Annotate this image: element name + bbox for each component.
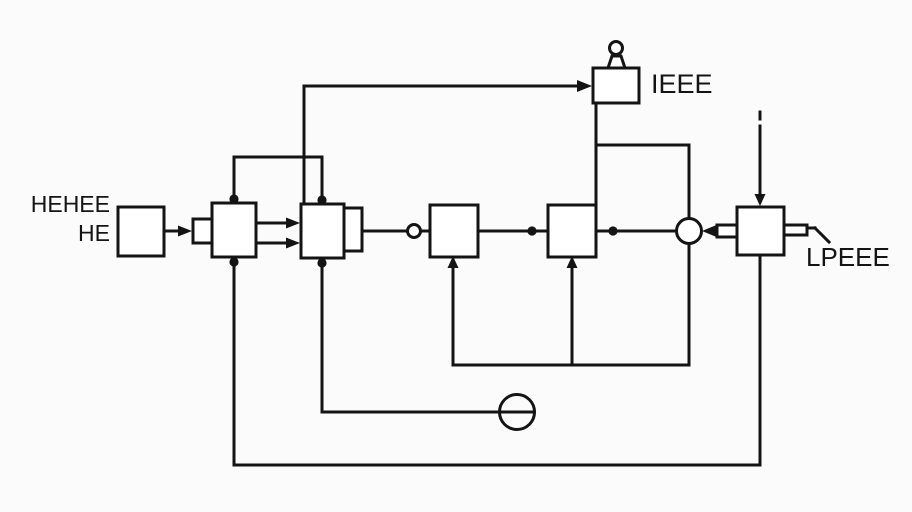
input-label-line2: HE [78, 220, 110, 246]
wire-outer-feedback-loop [232, 253, 762, 467]
person-icon [605, 40, 628, 70]
junction-dot-main-line-1 [527, 226, 537, 236]
output-left-port [715, 223, 739, 239]
monitor-block [591, 66, 641, 105]
arrowhead-double-top [286, 217, 300, 229]
wire-long-arrow-to-monitor [302, 84, 581, 206]
stage2-right-port [342, 206, 364, 253]
stage-3-block [428, 203, 480, 259]
stage-2-block [299, 202, 346, 260]
junction-dot-stage2-bottom [317, 258, 327, 268]
arrowhead-up-into-stage4 [566, 256, 578, 268]
wire-summing-junction-feedback-to-stage3-stage4 [451, 242, 691, 367]
arrowhead-into-stage1 [178, 225, 192, 237]
stage1-left-port [191, 217, 214, 245]
wire-monitor-down-to-stage4-top [594, 101, 691, 220]
arrowhead-into-summing-junction [702, 225, 717, 237]
stage-4-block [546, 203, 598, 259]
source-block [116, 205, 166, 258]
arrowhead-up-into-stage3 [447, 256, 459, 268]
arrowhead-double-bottom [286, 237, 300, 249]
wire-output-switch [805, 225, 832, 245]
junction-dot-stage1-top [229, 194, 239, 204]
stage-1-block [210, 201, 258, 259]
wire-double-arrow-stage1-stage2 [254, 221, 290, 245]
input-label-line1: HEHEE [31, 191, 110, 217]
wire-top-tie-line [232, 155, 324, 206]
junction-dot-stage1-bottom [229, 257, 239, 267]
junction-dot-main-line-2 [608, 226, 618, 236]
inline-node [406, 223, 422, 239]
monitor-label: IEEE [651, 69, 713, 99]
output-label: LPEEE [806, 242, 890, 272]
output-block [735, 205, 786, 257]
summing-junction [675, 217, 703, 245]
wire-stage2-bottom-to-meter [320, 256, 536, 414]
arrowhead-down-into-output [754, 194, 766, 206]
junction-dot-stage2-top [317, 195, 327, 205]
meter-symbol [498, 393, 536, 431]
arrowhead-into-monitor [577, 80, 592, 92]
output-right-port [782, 223, 809, 237]
